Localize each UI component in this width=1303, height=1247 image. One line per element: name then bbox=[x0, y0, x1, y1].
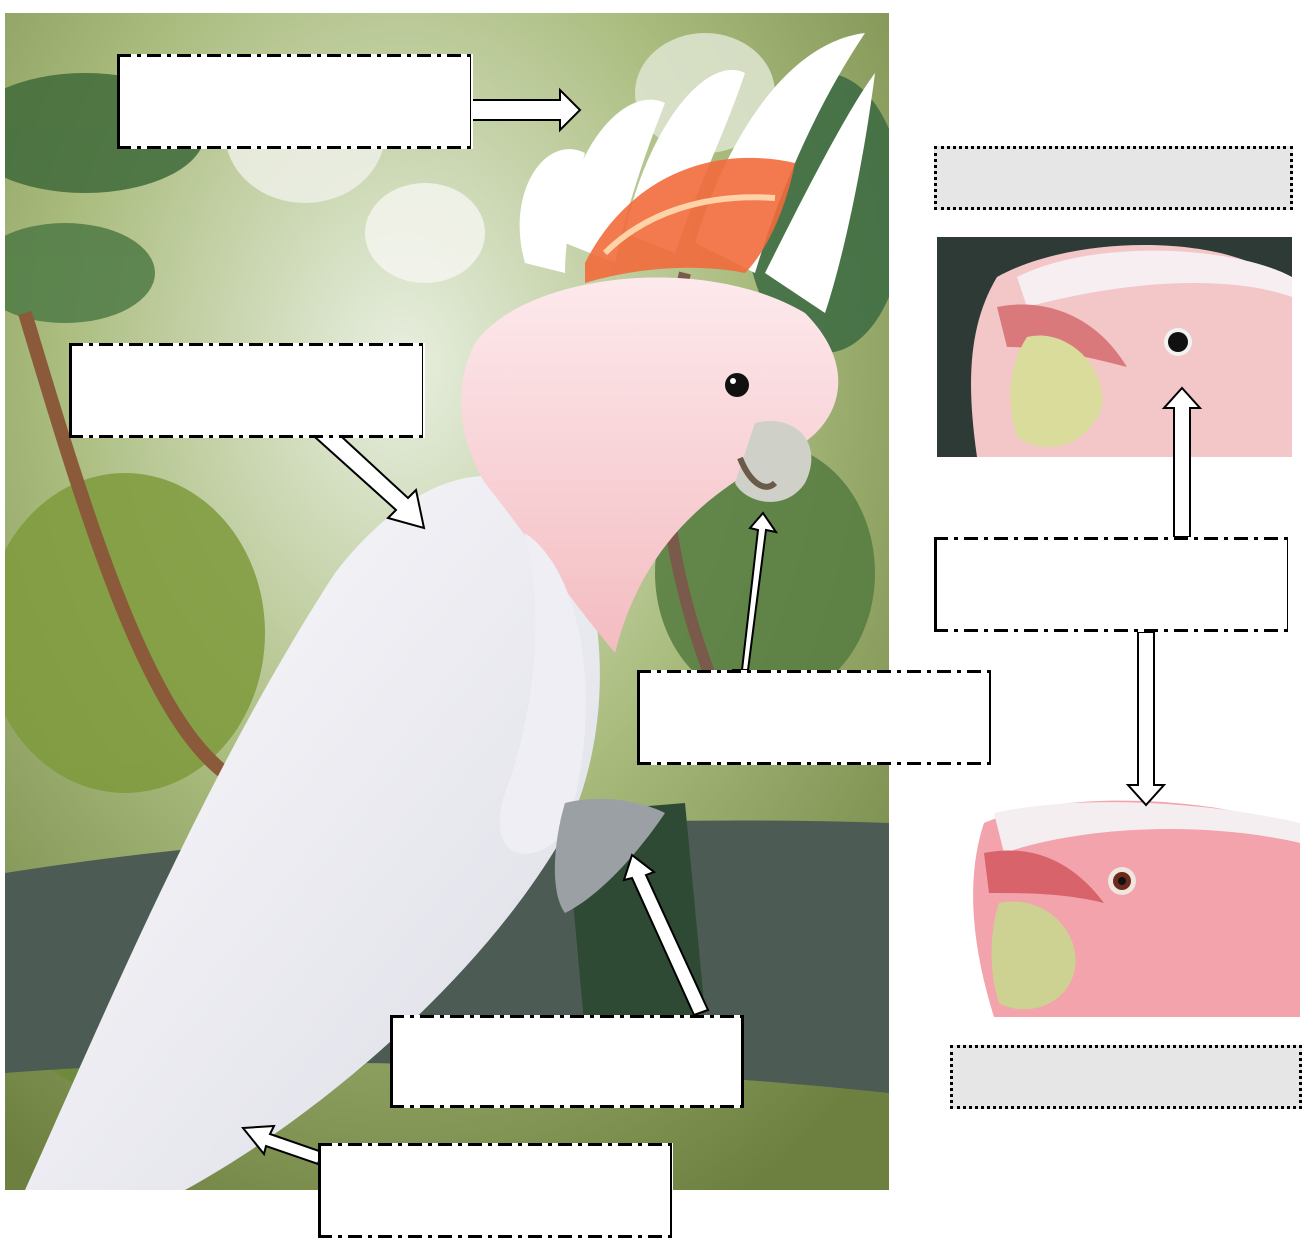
label-box-eye[interactable] bbox=[934, 537, 1290, 632]
label-box-crest[interactable] bbox=[117, 54, 473, 149]
arrow-to-eye-bottom bbox=[1125, 631, 1167, 807]
main-cockatoo-photo bbox=[5, 13, 889, 1190]
label-box-foot[interactable] bbox=[390, 1015, 744, 1108]
caption-box-top[interactable] bbox=[934, 146, 1293, 210]
closeup-photo-bottom bbox=[954, 793, 1300, 1017]
label-box-back[interactable] bbox=[69, 343, 425, 438]
caption-box-bottom[interactable] bbox=[950, 1045, 1302, 1109]
closeup-photo-top bbox=[937, 237, 1292, 457]
label-box-beak[interactable] bbox=[637, 670, 992, 765]
label-box-tail[interactable] bbox=[318, 1143, 673, 1238]
